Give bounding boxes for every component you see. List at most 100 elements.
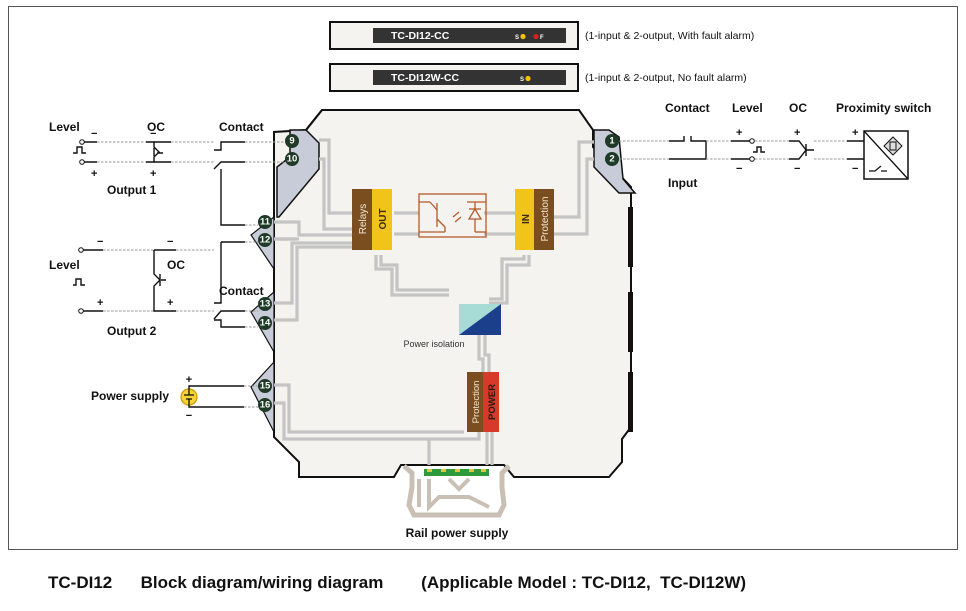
- svg-text:12: 12: [260, 235, 271, 246]
- power-isolation-block: Power isolation: [403, 304, 501, 349]
- output-relay-block: Relays OUT: [352, 189, 392, 250]
- rail-power-supply-label: Rail power supply: [406, 526, 509, 540]
- fault-led-icon: [533, 33, 539, 40]
- svg-text:−: −: [794, 163, 800, 175]
- model-description: (1-input & 2-output, With fault alarm): [585, 30, 754, 42]
- terminal-15: [258, 379, 272, 393]
- power-supply-label: Power supply: [91, 389, 169, 403]
- power-supply-wiring: Power supply + −: [91, 374, 258, 422]
- level-terminal-icon: [749, 156, 755, 162]
- svg-text:+: +: [167, 297, 173, 309]
- in-label: IN: [521, 214, 532, 224]
- svg-text:14: 14: [260, 318, 271, 329]
- svg-text:13: 13: [260, 299, 271, 310]
- diagram-frame: TC-DI12-CC S F (1-input & 2-output, With…: [8, 6, 958, 550]
- led-label-s: S: [520, 77, 524, 83]
- terminal-9: [285, 134, 299, 148]
- optocoupler-icon: [418, 193, 487, 238]
- terminal-1: [605, 134, 619, 148]
- status-led-icon: [520, 33, 526, 40]
- terminal-10: [285, 152, 299, 166]
- power-protection-block: Protection POWER: [467, 372, 499, 432]
- terminals-left: 9 10 11 12 13 14 15 16: [258, 134, 299, 412]
- svg-text:2: 2: [609, 154, 614, 165]
- svg-text:−: −: [852, 163, 858, 175]
- relays-block: [352, 189, 372, 250]
- terminal-12: [258, 233, 272, 247]
- power-label: POWER: [487, 384, 498, 420]
- housing-rib: [628, 372, 633, 432]
- terminal-13: [258, 297, 272, 311]
- isolation-triangle: [459, 304, 501, 335]
- svg-text:+: +: [91, 168, 97, 180]
- svg-text:−: −: [167, 236, 173, 248]
- input-oc-label: OC: [789, 101, 807, 115]
- output2-title: Output 2: [107, 324, 157, 338]
- model-name: TC-DI12W-CC: [391, 72, 459, 84]
- output1-wiring: Level OC Contact Output 1 − + − +: [49, 120, 285, 226]
- model-description: (1-input & 2-output, No fault alarm): [585, 72, 747, 84]
- level-terminal-icon: [78, 247, 84, 253]
- led-label-s: S: [515, 35, 519, 41]
- svg-text:+: +: [97, 297, 103, 309]
- svg-text:+: +: [736, 127, 742, 139]
- protection-power-label: Protection: [471, 381, 482, 424]
- out-label: OUT: [378, 208, 389, 229]
- svg-text:10: 10: [287, 154, 298, 165]
- level-terminal-icon: [79, 159, 85, 165]
- svg-text:−: −: [97, 236, 103, 248]
- input-proximity-label: Proximity switch: [836, 101, 931, 115]
- proximity-switch-icon: [863, 130, 909, 180]
- input-protection-block: IN Protection: [515, 189, 554, 250]
- terminal-block-left-power: [250, 360, 275, 433]
- svg-text:9: 9: [289, 136, 294, 147]
- model-strip-2: TC-DI12W-CC S (1-input & 2-output, No fa…: [329, 63, 747, 92]
- in-block: [515, 189, 534, 250]
- output2-oc-label: OC: [167, 258, 185, 272]
- output2-contact-icon: [213, 241, 245, 328]
- svg-text:+: +: [150, 168, 156, 180]
- input-level-label: Level: [732, 101, 763, 115]
- internal-wiring: [274, 138, 594, 465]
- svg-text:11: 11: [260, 217, 271, 228]
- svg-text:−: −: [150, 128, 156, 140]
- protection-in-label: Protection: [540, 196, 551, 241]
- protection-power-block: [467, 372, 483, 432]
- svg-text:−: −: [186, 410, 192, 422]
- input-title: Input: [668, 176, 697, 190]
- led-label-f: F: [540, 35, 544, 41]
- wiring-diagram: TC-DI12-CC S F (1-input & 2-output, With…: [49, 21, 931, 540]
- input-contact-label: Contact: [665, 101, 710, 115]
- terminal-11: [258, 215, 272, 229]
- rail-pcb: [424, 469, 489, 476]
- output1-contact-label: Contact: [219, 120, 264, 134]
- output1-level-label: Level: [49, 120, 80, 134]
- housing-rib: [628, 207, 633, 267]
- status-led-icon: [525, 75, 531, 82]
- caption-title: Block diagram/wiring diagram: [140, 573, 384, 592]
- figure-caption: TC-DI12 Block diagram/wiring diagram (Ap…: [48, 573, 746, 593]
- svg-text:−: −: [91, 128, 97, 140]
- housing-rib: [628, 292, 633, 352]
- caption-applicable: (Applicable Model : TC-DI12, TC-DI12W): [421, 573, 747, 592]
- svg-text:1: 1: [609, 136, 615, 147]
- terminal-14: [258, 316, 272, 330]
- caption-model: TC-DI12: [48, 573, 113, 592]
- model-plate: [373, 70, 566, 85]
- power-isolation-label: Power isolation: [403, 339, 464, 349]
- level-terminal-icon: [79, 139, 85, 145]
- svg-text:−: −: [736, 163, 742, 175]
- svg-text:+: +: [852, 127, 858, 139]
- terminal-16: [258, 398, 272, 412]
- svg-text:15: 15: [260, 381, 271, 392]
- svg-text:+: +: [794, 127, 800, 139]
- output2-contact-label: Contact: [219, 284, 264, 298]
- output1-contact-icon: [213, 141, 245, 226]
- terminal-2: [605, 152, 619, 166]
- level-terminal-icon: [749, 138, 755, 144]
- output1-oc-label: OC: [147, 120, 165, 134]
- rail-connector-icon: [402, 464, 511, 518]
- out-block: [372, 189, 392, 250]
- protection-in-block: [534, 189, 554, 250]
- level-terminal-icon: [78, 308, 84, 314]
